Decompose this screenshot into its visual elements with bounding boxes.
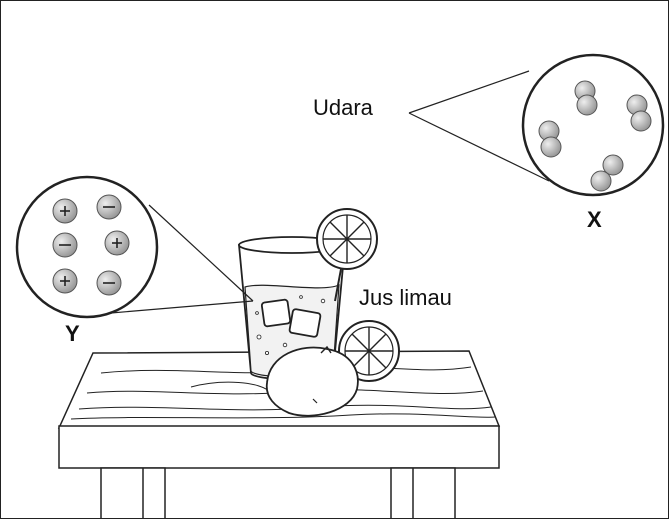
table-leg-left (101, 468, 165, 518)
air-particles-circle (523, 55, 663, 195)
label-y: Y (65, 323, 80, 345)
whole-lime (267, 347, 358, 416)
label-x: X (587, 209, 602, 231)
table-leg-right (391, 468, 455, 518)
label-air: Udara (313, 97, 373, 119)
juice-ions-circle (17, 177, 157, 317)
label-juice: Jus limau (359, 287, 452, 309)
lime-slice-rim (317, 209, 377, 269)
table-apron (59, 426, 499, 468)
